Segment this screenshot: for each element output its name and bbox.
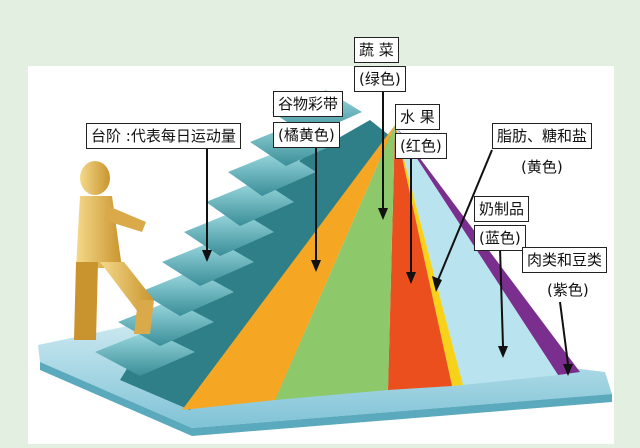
arrow-meat [559,301,573,376]
label-steps: 台阶 :代表每日运动量 [86,123,241,149]
label-fats-color: (黄色) [521,158,563,176]
figure-torso [76,196,122,268]
label-fruit-color: (红色) [395,133,447,159]
step-4 [162,240,254,286]
figure-head [80,161,110,195]
base-platform-edge [40,362,612,436]
label-dairy-name: 奶制品 [474,196,530,222]
pointer-arrows [202,90,573,376]
step-3 [140,270,234,316]
stripe-dairy [395,125,558,385]
label-grains-name: 谷物彩带 [273,91,344,117]
arrow-dairy [498,247,508,358]
label-meat-color: (紫色) [547,281,589,299]
label-fruit-name: 水 果 [395,104,440,130]
stripe-fruit [388,125,452,390]
label-grains-color: (橘黄色) [273,122,340,148]
arrow-fats [432,149,493,292]
figure-arm [104,206,146,232]
arrow-vegetables [378,90,388,220]
label-meat-name: 肉类和豆类 [522,247,608,273]
stair-side [120,120,395,410]
arrow-grains [311,146,321,272]
label-fats-name: 脂肪、糖和盐 [492,123,593,149]
stripe-grains [182,125,395,410]
figure-shin-front [134,300,154,334]
arrow-fruit [406,156,416,284]
arrow-steps [202,143,212,262]
figure-leg-front [100,262,154,312]
climbing-figure [74,161,154,340]
figure-leg-back [74,262,98,340]
label-vegetables-name: 蔬 菜 [354,37,399,63]
label-dairy-color: (蓝色) [474,225,526,251]
label-vegetables-color: (绿色) [354,66,406,92]
